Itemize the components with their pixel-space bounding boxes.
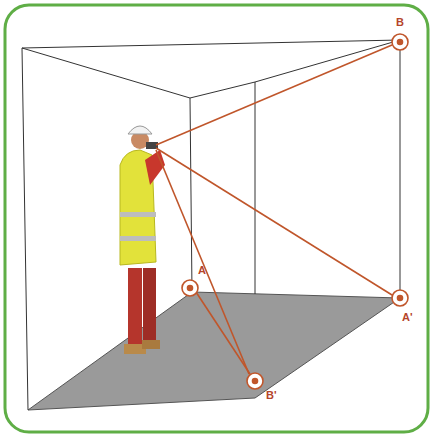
frame [5,5,428,432]
point-label: A' [402,312,413,323]
point-label: B [396,17,404,28]
worker [120,126,165,354]
room-box [22,40,400,410]
sight-lines [156,45,392,374]
target-markers [182,34,408,389]
point-label: A [198,265,206,276]
point-label: B' [266,390,277,401]
floor [28,292,400,410]
